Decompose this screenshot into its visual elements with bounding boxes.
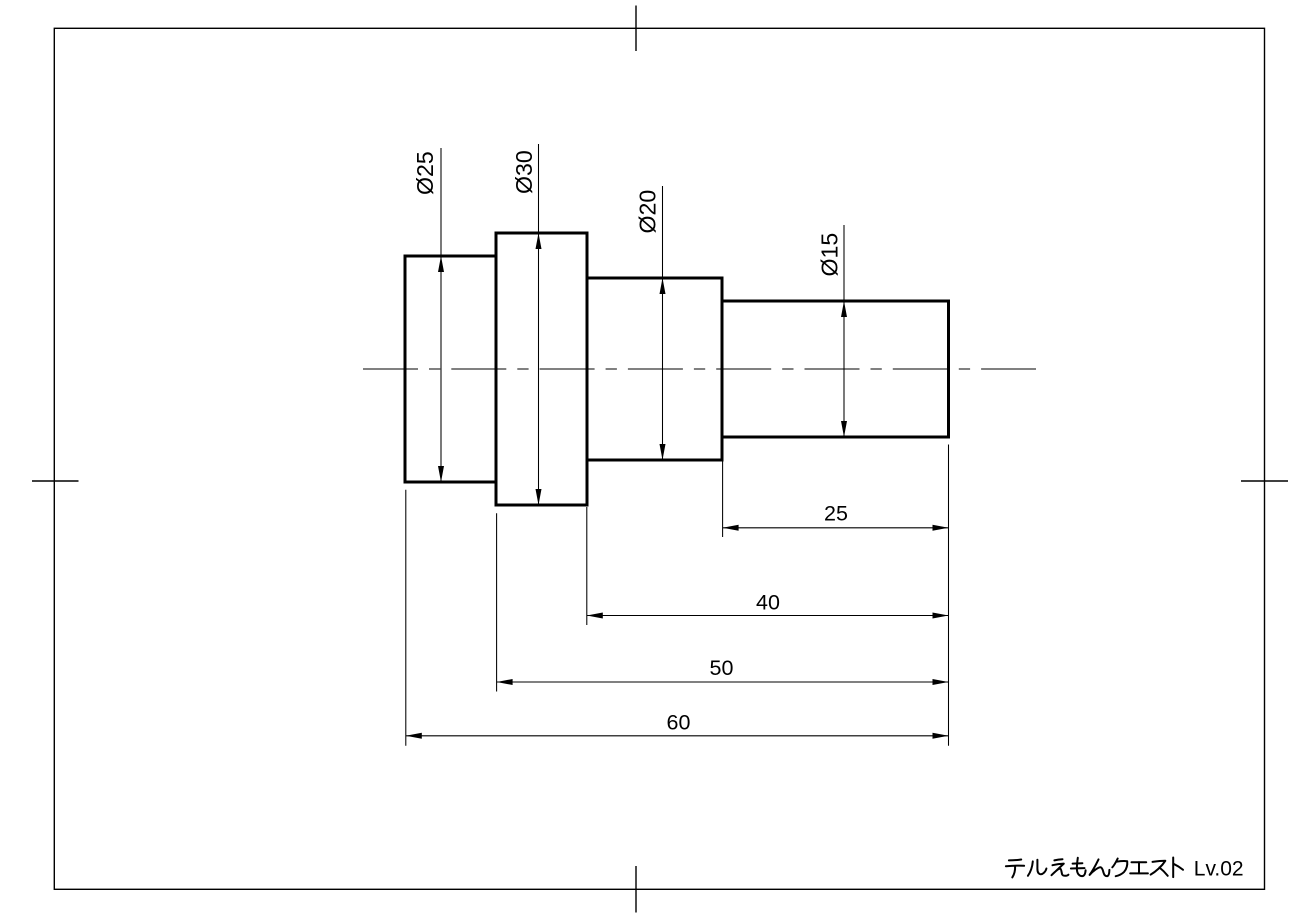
svg-text:Ø20: Ø20 (635, 190, 661, 234)
svg-text:Ø15: Ø15 (817, 233, 843, 277)
svg-text:25: 25 (824, 502, 848, 526)
svg-text:Ø30: Ø30 (511, 150, 537, 194)
svg-text:40: 40 (756, 590, 780, 614)
svg-text:Lv.02: Lv.02 (1194, 857, 1244, 880)
svg-text:50: 50 (710, 656, 734, 680)
svg-text:Ø25: Ø25 (412, 151, 438, 195)
svg-text:60: 60 (667, 711, 691, 735)
